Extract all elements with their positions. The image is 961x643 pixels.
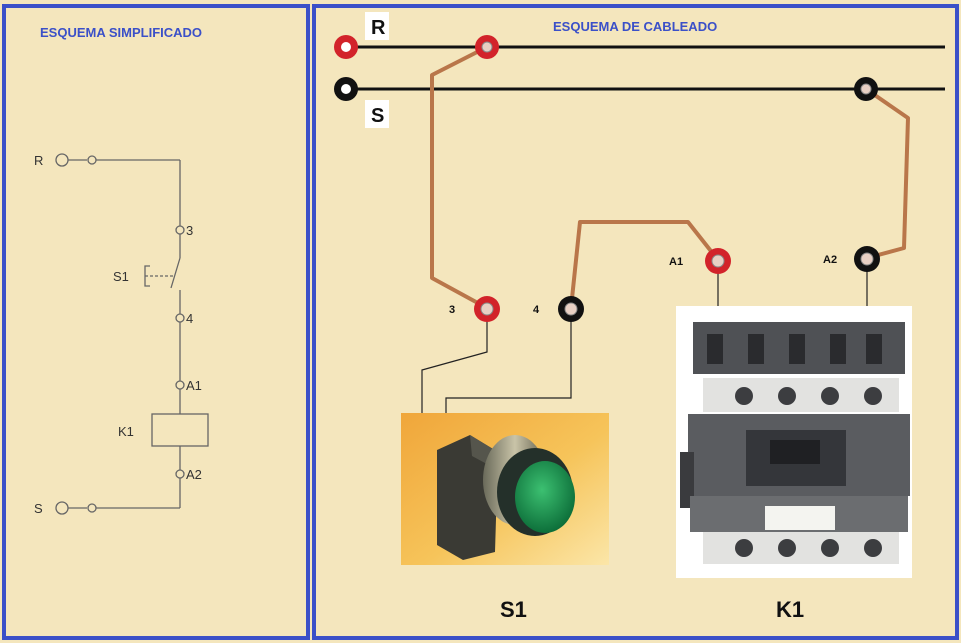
bus-label-r: R (371, 17, 386, 39)
k1-label-plate (765, 506, 835, 530)
brown-cables (430, 45, 910, 310)
terminal-label-a1: A1 (669, 256, 683, 268)
bus-terminal-r (334, 35, 358, 59)
switch-blade (170, 257, 181, 289)
s-terminal-circle (55, 501, 69, 515)
k1-top-slot-1 (707, 334, 723, 364)
r-label-bg (365, 12, 389, 40)
left-panel-frame (2, 4, 310, 640)
terminal-4-inner (564, 302, 578, 316)
k1-lever (770, 440, 820, 464)
terminal-a1-inner (711, 254, 725, 268)
contactor-k1-image (676, 306, 912, 578)
s-label-bg (365, 100, 389, 128)
cable-s-to-a2 (864, 87, 910, 260)
k1-screw-8 (864, 539, 882, 557)
component-label-k1: K1 (776, 597, 804, 622)
label-k1: K1 (118, 424, 134, 439)
simplified-schematic (55, 153, 209, 515)
k1-top-slot-4 (830, 334, 846, 364)
bus-terminal-s-tap-inner (860, 83, 872, 95)
terminal-3 (474, 296, 500, 322)
pushbutton-s1-image (401, 413, 609, 565)
bus-terminal-s-inner (341, 84, 351, 94)
k1-screw-4 (864, 387, 882, 405)
k1-screw-6 (778, 539, 796, 557)
terminal-a2-inner (860, 252, 874, 266)
k1-side-clip (680, 452, 694, 508)
terminal-label-4: 4 (533, 304, 540, 316)
k1-screw-5 (735, 539, 753, 557)
label-r: R (34, 153, 43, 168)
terminal-label-3: 3 (449, 304, 455, 316)
bus-terminal-r-inner (341, 42, 351, 52)
bus-terminal-r-tap-inner (481, 41, 493, 53)
terminal-a2 (854, 246, 880, 272)
k1-top-slot-3 (789, 334, 805, 364)
bus-terminal-s-tap (854, 77, 878, 101)
terminal-3-inner (480, 302, 494, 316)
simplified-labels: R 3 S1 4 A1 K1 A2 S (34, 153, 202, 516)
label-4: 4 (186, 311, 193, 326)
left-panel-title: ESQUEMA SIMPLIFICADO (40, 25, 202, 40)
component-label-s1: S1 (500, 597, 527, 622)
terminal-a1 (705, 248, 731, 274)
label-3: 3 (186, 223, 193, 238)
s-node (87, 503, 97, 513)
terminal-label-a2: A2 (823, 254, 837, 266)
k1-screw-3 (821, 387, 839, 405)
k1-screw-2 (778, 387, 796, 405)
bus-terminal-s (334, 77, 358, 101)
k1-screw-7 (821, 539, 839, 557)
terminal-4 (558, 296, 584, 322)
s1-contact-block (437, 435, 498, 560)
cable-r-to-3 (430, 45, 489, 310)
label-s: S (34, 501, 43, 516)
right-panel-title: ESQUEMA DE CABLEADO (553, 19, 717, 34)
label-a2: A2 (186, 467, 202, 482)
k1-top-slot-5 (866, 334, 882, 364)
s1-green-button (515, 461, 575, 533)
k1-top-slot-2 (748, 334, 764, 364)
k1-screw-1 (735, 387, 753, 405)
label-s1: S1 (113, 269, 129, 284)
bus-terminal-r-tap (475, 35, 499, 59)
right-panel-frame (312, 4, 959, 640)
cable-4-to-a1 (569, 220, 720, 310)
label-a1: A1 (186, 378, 202, 393)
bus-label-s: S (371, 105, 384, 127)
